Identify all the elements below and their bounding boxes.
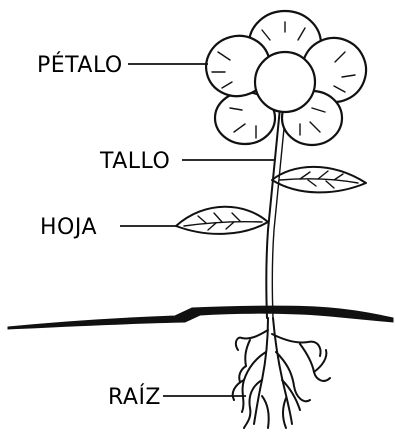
petal-label: PÉTALO: [37, 52, 123, 78]
leaf-left: [175, 205, 269, 235]
root-label: RAÍZ: [108, 384, 161, 410]
roots: [231, 317, 331, 429]
leaf-label: HOJA: [40, 215, 97, 240]
flower: [205, 9, 368, 147]
stem: [265, 107, 281, 319]
stem-label: TALLO: [99, 149, 170, 174]
flower-center: [253, 50, 317, 114]
ground-line: [7, 305, 394, 330]
stem-edge: [271, 107, 287, 319]
leaf-right: [271, 165, 367, 194]
